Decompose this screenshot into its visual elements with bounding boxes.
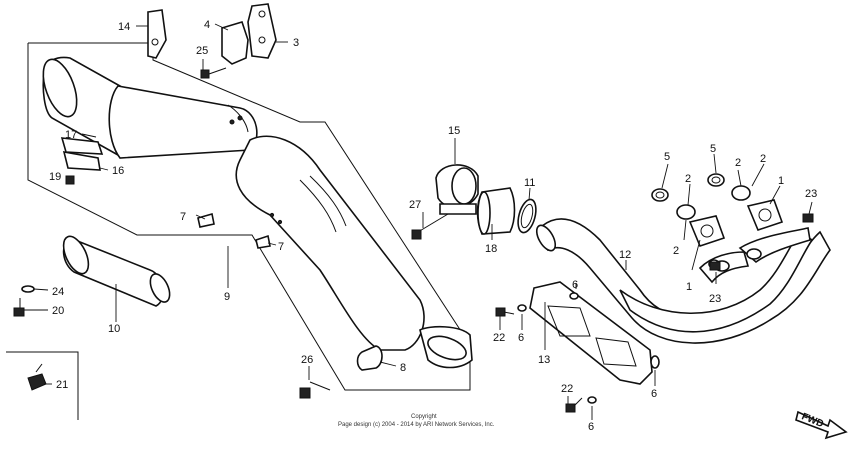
callout-25: 25 bbox=[196, 45, 208, 57]
callout-6: 6 bbox=[518, 332, 524, 344]
callout-11: 11 bbox=[524, 177, 535, 189]
bracket-4 bbox=[221, 21, 249, 65]
callout-3: 3 bbox=[293, 37, 299, 49]
joint-collar-2a bbox=[676, 204, 696, 220]
callout-4: 4 bbox=[204, 19, 210, 31]
callout-7: 7 bbox=[180, 211, 186, 223]
washer-6a bbox=[569, 292, 579, 300]
muffler-protector bbox=[62, 235, 171, 307]
flange-1a bbox=[688, 215, 726, 247]
bolt-22b bbox=[565, 397, 583, 413]
leader-lines bbox=[24, 23, 813, 420]
callout-labels: 1 1 2 2 2 2 3 4 5 5 6 6 6 6 7 7 8 9 10 1… bbox=[49, 19, 817, 433]
callout-23: 23 bbox=[805, 188, 817, 200]
grommet-7b bbox=[255, 234, 271, 249]
callout-2: 2 bbox=[685, 173, 691, 185]
bolt-21-box bbox=[6, 351, 79, 420]
nut-23a bbox=[802, 213, 814, 223]
ring-11 bbox=[517, 198, 537, 234]
callout-5: 5 bbox=[664, 151, 670, 163]
callout-1: 1 bbox=[778, 175, 784, 187]
gasket-5b bbox=[707, 173, 725, 187]
gasket-5a bbox=[651, 188, 669, 202]
callout-27: 27 bbox=[409, 199, 421, 211]
bolt-25 bbox=[200, 67, 227, 79]
joint-collar-2b bbox=[731, 185, 751, 201]
callout-26: 26 bbox=[301, 354, 313, 366]
callout-6: 6 bbox=[588, 421, 594, 433]
callout-8: 8 bbox=[400, 362, 406, 374]
callout-10: 10 bbox=[108, 323, 120, 335]
fwd-arrow: FWD bbox=[795, 410, 848, 440]
plate-16 bbox=[62, 150, 101, 171]
bracket-14 bbox=[147, 9, 167, 59]
copyright-line-1: Copyright bbox=[411, 414, 437, 420]
callout-12: 12 bbox=[619, 249, 631, 261]
callout-9: 9 bbox=[224, 291, 230, 303]
callout-18: 18 bbox=[485, 243, 497, 255]
callout-14: 14 bbox=[118, 21, 130, 33]
washer-6b bbox=[517, 304, 527, 312]
callout-22: 22 bbox=[493, 332, 505, 344]
bolt-19 bbox=[65, 175, 75, 185]
washer-6d bbox=[587, 396, 597, 404]
callout-2: 2 bbox=[760, 153, 766, 165]
bolt-21 bbox=[27, 363, 47, 391]
nut-23b bbox=[709, 261, 721, 271]
callout-5: 5 bbox=[710, 143, 716, 155]
collar-8 bbox=[356, 345, 383, 371]
callout-20: 20 bbox=[52, 305, 64, 317]
bolt-27 bbox=[411, 213, 449, 240]
flange-1b bbox=[746, 199, 784, 231]
callout-15: 15 bbox=[448, 125, 460, 137]
callout-22: 22 bbox=[561, 383, 573, 395]
callout-23: 23 bbox=[709, 293, 721, 305]
callout-19: 19 bbox=[49, 171, 61, 183]
callout-21: 21 bbox=[56, 379, 68, 391]
washer-6c bbox=[650, 355, 660, 369]
callout-6: 6 bbox=[651, 388, 657, 400]
callout-16: 16 bbox=[112, 165, 124, 177]
bolt-26 bbox=[299, 381, 331, 399]
bracket-3 bbox=[247, 3, 277, 59]
callout-2: 2 bbox=[735, 157, 741, 169]
bolt-22a bbox=[495, 307, 515, 317]
callout-13: 13 bbox=[538, 354, 550, 366]
copyright-line-2: Page design (c) 2004 - 2014 by ARI Netwo… bbox=[338, 422, 495, 428]
clamp-15 bbox=[435, 164, 479, 215]
plate-17 bbox=[60, 137, 104, 155]
washer-24 bbox=[21, 285, 35, 293]
gasket-18 bbox=[476, 187, 516, 235]
muffler bbox=[42, 56, 473, 369]
grommet-7a bbox=[197, 212, 215, 228]
callout-17: 17 bbox=[65, 129, 77, 141]
callout-2: 2 bbox=[673, 245, 679, 257]
callout-1: 1 bbox=[686, 281, 692, 293]
callout-24: 24 bbox=[52, 286, 64, 298]
callout-7: 7 bbox=[278, 241, 284, 253]
fwd-label: FWD bbox=[800, 411, 825, 430]
callout-6: 6 bbox=[572, 279, 578, 291]
bolt-20 bbox=[13, 298, 25, 317]
